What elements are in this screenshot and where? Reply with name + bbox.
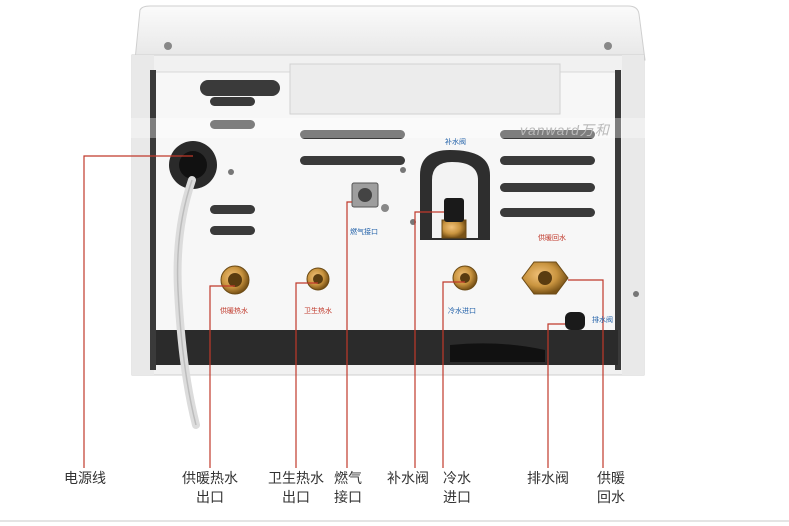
boiler-top-cover [134, 5, 646, 61]
cold-inlet-fitting [452, 265, 478, 291]
leader-gas-inlet [346, 201, 352, 468]
leader-lines [83, 155, 604, 468]
leader-cold-inlet [442, 281, 465, 468]
leader-fill-valve [414, 211, 444, 468]
leader-drain-valve [547, 323, 565, 468]
label-heating-outlet: 供暖热水 出口 [182, 471, 238, 506]
panel-label-heating-return: 供暖回水 [538, 234, 566, 242]
gas-inlet-fitting [351, 182, 379, 208]
panel-label-gas-inlet: 燃气接口 [350, 228, 378, 236]
panel-label-heating-outlet: 供暖热水 [220, 307, 248, 315]
label-sanitary-outlet: 卫生热水 出口 [268, 471, 324, 506]
panel-label-cold-inlet: 冷水进口 [448, 307, 476, 315]
label-gas-inlet: 燃气 接口 [334, 471, 362, 506]
leader-power-cord [83, 155, 193, 468]
label-power-cord: 电源线 [64, 471, 106, 487]
label-cold-inlet: 冷水 进口 [443, 471, 471, 506]
watermark: vanward万和 [520, 122, 610, 138]
panel-label-fill-valve: 补水阀 [445, 138, 466, 146]
drain-valve-fitting [565, 312, 585, 330]
panel-label-drain-valve: 排水阀 [592, 316, 613, 324]
panel-label-sanitary-outlet: 卫生热水 [304, 307, 332, 315]
label-fill-valve: 补水阀 [387, 471, 429, 487]
heating-return-fitting [521, 261, 569, 295]
leader-sanitary-outlet [295, 282, 318, 468]
leader-heating-outlet [209, 285, 235, 468]
bottom-panel [156, 330, 618, 365]
fill-valve-fitting [441, 198, 467, 239]
leader-heating-return [568, 279, 604, 468]
heating-outlet-fitting [220, 265, 250, 295]
label-heating-return: 供暖 回水 [597, 471, 625, 506]
label-drain-valve: 排水阀 [527, 471, 569, 487]
sanitary-outlet-fitting [306, 267, 330, 291]
